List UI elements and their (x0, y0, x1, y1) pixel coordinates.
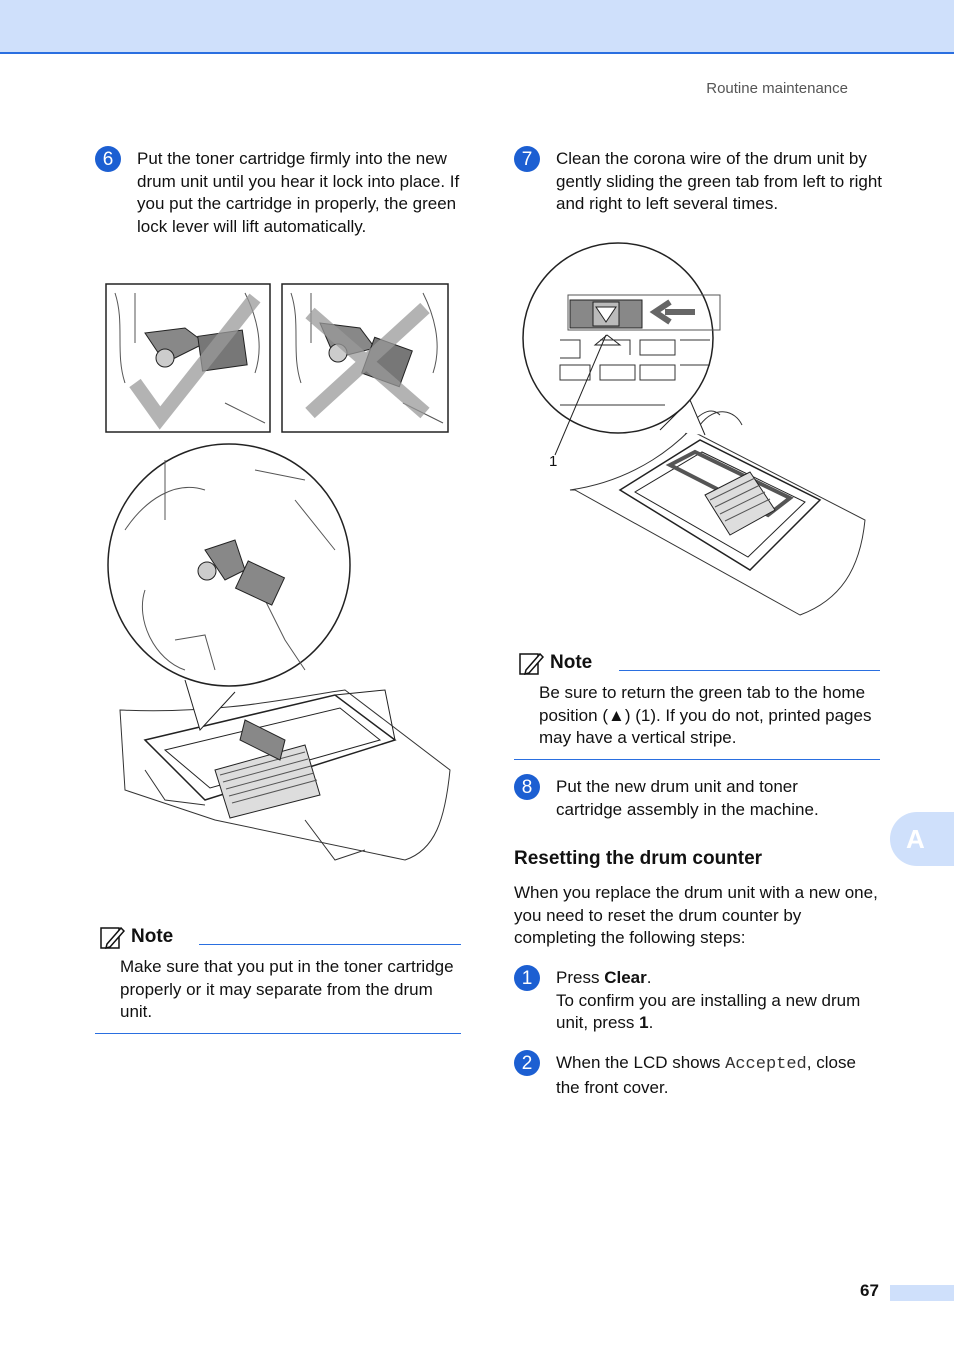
cross-icon (305, 302, 430, 419)
callout-leader-line (554, 334, 607, 456)
clear-key-label: Clear (604, 968, 647, 987)
step-text: Clean the corona wire of the drum unit b… (556, 149, 883, 213)
note-pencil-icon (100, 926, 125, 950)
step-line2-suffix: . (648, 1013, 654, 1032)
key-1-label: 1 (639, 1013, 649, 1032)
note-body-part1: Be sure to return the green tab to the h… (539, 683, 866, 725)
step-text: Press Clear. To confirm you are installi… (556, 967, 884, 1035)
step-line2-prefix: To confirm you are installing a new drum… (556, 990, 861, 1033)
zoom-circle (107, 443, 351, 731)
step-line1-suffix: . (646, 968, 652, 987)
callout-label-1: 1 (549, 453, 558, 470)
note-left: Note Make sure that you put in the toner… (95, 924, 461, 1036)
home-position-triangle-icon (595, 306, 617, 323)
corona-wire-cleaning-figure (522, 242, 866, 616)
footer-bar (890, 1285, 954, 1301)
checkmark-icon (129, 293, 261, 430)
appendix-tab: A (890, 812, 954, 866)
lcd-message: Accepted (725, 1055, 807, 1074)
step-prefix: When the LCD shows (556, 1053, 726, 1072)
drum-unit-drawing (119, 689, 451, 861)
note-body: Be sure to return the green tab to the h… (539, 682, 885, 750)
step-number-badge: 7 (514, 146, 540, 172)
note-body: Make sure that you put in the toner cart… (120, 957, 454, 1021)
step-number-badge: 2 (514, 1050, 540, 1076)
step-number-badge: 1 (514, 965, 540, 991)
step-line1-prefix: Press (556, 968, 605, 987)
note-bottom-rule (514, 759, 880, 760)
correct-install-panel (105, 283, 271, 433)
step-text: Put the new drum unit and toner cartridg… (556, 777, 819, 819)
step-text: When the LCD shows Accepted, close the f… (556, 1052, 884, 1099)
lock-lever-comparison-figure (105, 283, 449, 433)
step-text: Put the toner cartridge firmly into the … (137, 149, 460, 236)
note-label: Note (550, 652, 593, 673)
step-number-badge: 6 (95, 146, 121, 172)
incorrect-install-panel (281, 283, 449, 433)
drum-unit-drawing (569, 410, 866, 616)
note-header-rule (199, 944, 461, 945)
section-intro: When you replace the drum unit with a ne… (514, 883, 878, 947)
note-header-rule (619, 670, 880, 671)
step-number-badge: 8 (514, 774, 540, 800)
section-title: Routine maintenance (706, 80, 848, 97)
note-bottom-rule (95, 1033, 461, 1034)
section-heading: Resetting the drum counter (514, 848, 763, 869)
home-position-symbol: ▲ (607, 705, 625, 725)
step-suffix: , close the front cover. (556, 1053, 856, 1097)
note-label: Note (131, 926, 174, 947)
drum-lock-lever-zoom-figure (107, 443, 451, 861)
appendix-tab-letter: A (906, 824, 925, 854)
note-pencil-icon (519, 652, 544, 676)
page-number: 67 (860, 1281, 879, 1300)
note-right: Note Be sure to return the green tab to … (514, 650, 880, 762)
slide-arrow-icon (649, 299, 695, 325)
note-body-part2: ) (1). If you do not, printed pages may … (539, 705, 872, 748)
zoom-circle (522, 242, 721, 456)
header-bar (0, 0, 954, 54)
